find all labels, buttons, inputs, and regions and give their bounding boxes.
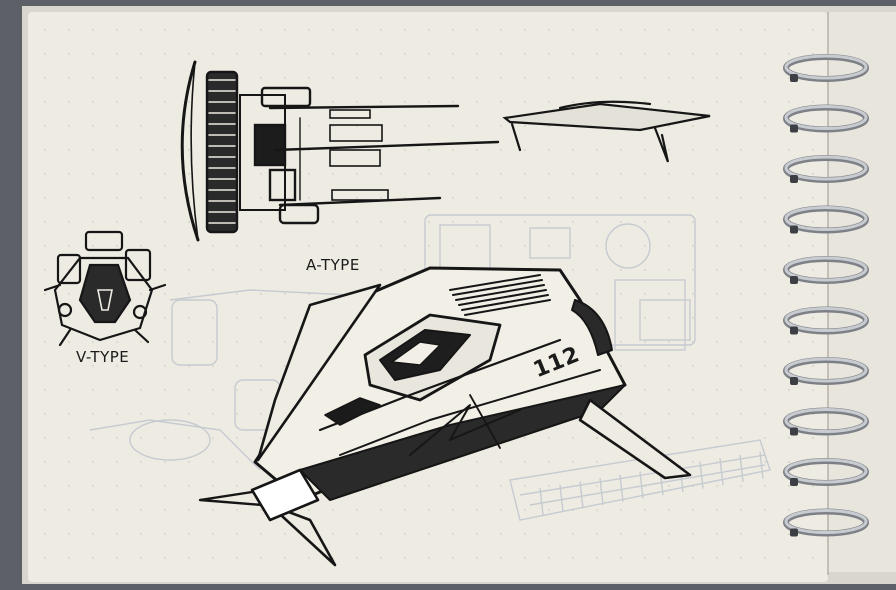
v-type-sketch (43, 230, 167, 347)
right-page (828, 12, 896, 572)
a-type-sketch (180, 60, 500, 242)
a-type-label: A-TYPE (306, 256, 360, 274)
v-type-label: V-TYPE (76, 348, 130, 366)
profile-sketch (502, 100, 711, 163)
spiral-binding (783, 54, 869, 537)
main-spaceship-sketch (198, 266, 692, 567)
